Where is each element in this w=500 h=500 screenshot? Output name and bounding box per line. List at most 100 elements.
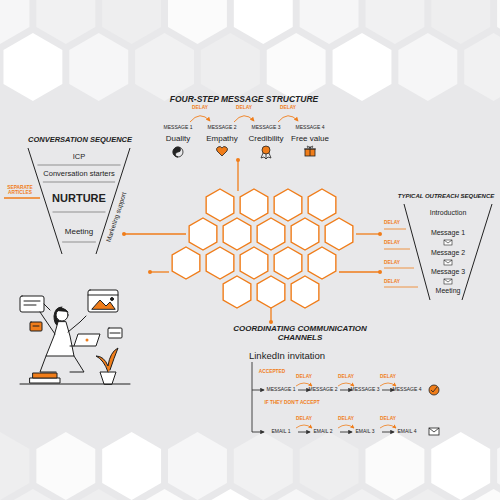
cluster-hexagon bbox=[308, 189, 336, 221]
cluster-hexagon bbox=[257, 276, 285, 308]
cluster-hexagon bbox=[257, 218, 285, 250]
branch-label: ACCEPTED bbox=[259, 369, 285, 374]
funnel-side bbox=[404, 204, 430, 300]
delay-label: DELAY bbox=[380, 374, 396, 379]
background-hexagon bbox=[102, 432, 161, 500]
message-number: MESSAGE 3 bbox=[252, 125, 281, 131]
channel-step: EMAIL 1 bbox=[272, 429, 291, 435]
cluster-hexagon bbox=[189, 218, 217, 250]
delay-label: DELAY bbox=[296, 374, 312, 379]
funnel-side bbox=[462, 204, 492, 300]
delay-label: DELAY bbox=[380, 416, 396, 421]
cluster-hexagon bbox=[291, 218, 319, 250]
cluster-hexagon bbox=[274, 189, 302, 221]
sequence-step: Meeting bbox=[65, 228, 93, 237]
background-hexagon bbox=[365, 0, 424, 44]
delay-label: DELAY bbox=[384, 260, 400, 265]
delay-label: DELAY bbox=[338, 374, 354, 379]
channel-step: MESSAGE 1 bbox=[267, 387, 296, 393]
cluster-hexagon bbox=[172, 247, 200, 279]
message-number: MESSAGE 4 bbox=[296, 125, 325, 131]
background-hexagon bbox=[365, 432, 424, 500]
background-hexagon bbox=[0, 432, 29, 500]
branch-label: IF THEY DON'T ACCEPT bbox=[264, 400, 319, 405]
cluster-hexagon bbox=[274, 247, 302, 279]
sequence-step: Message 1 bbox=[431, 229, 465, 237]
delay-label: DELAY bbox=[236, 105, 252, 110]
channel-step: MESSAGE 4 bbox=[393, 387, 422, 393]
delay-label: DELAY bbox=[384, 279, 400, 284]
channel-step: EMAIL 4 bbox=[398, 429, 417, 435]
background-hexagon bbox=[102, 0, 161, 44]
funnel-divider bbox=[53, 212, 106, 213]
background-hexagon bbox=[135, 33, 194, 101]
cluster-hexagon bbox=[308, 247, 336, 279]
delay-arcs-bottom bbox=[296, 383, 396, 428]
hexagon-cluster bbox=[172, 189, 353, 308]
background-hexagon bbox=[69, 33, 128, 101]
delay-label: DELAY bbox=[384, 220, 400, 225]
delay-label: DELAY bbox=[192, 105, 208, 110]
background-hexagon bbox=[398, 489, 457, 500]
cluster-hexagon bbox=[291, 276, 319, 308]
woman-illustration bbox=[20, 290, 130, 384]
background-hexagon bbox=[201, 489, 260, 500]
background-hexagon bbox=[3, 489, 62, 500]
funnel-panel: TYPICAL OUTREACH SEQUENCEIntroductionMes… bbox=[396, 188, 496, 302]
sequence-step: NURTURE bbox=[52, 192, 106, 204]
sequence-step: ICP bbox=[73, 153, 86, 161]
cluster-hexagon bbox=[206, 247, 234, 279]
background-hexagon bbox=[431, 432, 490, 500]
background-hexagon bbox=[267, 489, 326, 500]
section-heading: FOUR-STEP MESSAGE STRUCTURE bbox=[170, 95, 318, 104]
background-hexagon bbox=[3, 33, 62, 101]
funnel-divider bbox=[37, 165, 120, 166]
sequence-step: Introduction bbox=[430, 209, 467, 217]
side-note: SEPARATE ARTICLES bbox=[5, 185, 35, 196]
background-hexagon bbox=[464, 489, 500, 500]
delay-label: DELAY bbox=[384, 240, 400, 245]
message-step: Duality bbox=[166, 135, 190, 144]
background-hexagon bbox=[36, 0, 95, 44]
envelope-icon bbox=[444, 279, 452, 284]
sequence-step: Message 2 bbox=[431, 249, 465, 257]
message-number: MESSAGE 1 bbox=[164, 125, 193, 131]
channel-step: MESSAGE 3 bbox=[351, 387, 380, 393]
message-step: Credibility bbox=[248, 135, 283, 144]
channel-icons bbox=[429, 385, 439, 435]
delay-label: DELAY bbox=[338, 416, 354, 421]
sequence-step: Meeting bbox=[436, 287, 461, 295]
hub-dots bbox=[122, 158, 382, 324]
section-heading: COORDINATING COMMUNICATION CHANNELS bbox=[225, 325, 375, 343]
delay-arcs bbox=[190, 116, 298, 122]
message-step: Empathy bbox=[206, 135, 238, 144]
background-hexagon bbox=[69, 489, 128, 500]
delay-label: DELAY bbox=[296, 416, 312, 421]
cluster-hexagon bbox=[325, 218, 353, 250]
message-number: MESSAGE 2 bbox=[208, 125, 237, 131]
cluster-hexagon bbox=[223, 218, 251, 250]
delay-label: DELAY bbox=[280, 105, 296, 110]
background-hexagon bbox=[135, 489, 194, 500]
sequence-step: Message 3 bbox=[431, 268, 465, 276]
background-hexagon bbox=[201, 33, 260, 101]
envelope-icon bbox=[444, 240, 452, 245]
channel-step: EMAIL 3 bbox=[356, 429, 375, 435]
message-step: Free value bbox=[291, 135, 329, 144]
hub-lines bbox=[4, 160, 380, 322]
channel-step: MESSAGE 2 bbox=[309, 387, 338, 393]
background-hexagon bbox=[333, 489, 392, 500]
funnel-divider bbox=[62, 242, 96, 243]
message-icons bbox=[173, 146, 316, 159]
cluster-hexagon bbox=[240, 189, 268, 221]
funnel-divider bbox=[43, 182, 115, 183]
background-hexagon bbox=[168, 0, 227, 44]
channel-flow bbox=[252, 362, 394, 432]
channel-step: EMAIL 2 bbox=[314, 429, 333, 435]
background-hexagon bbox=[300, 0, 359, 44]
background-hexagon bbox=[234, 432, 293, 500]
envelope-icon bbox=[444, 260, 452, 265]
background-hexagon bbox=[497, 432, 500, 500]
